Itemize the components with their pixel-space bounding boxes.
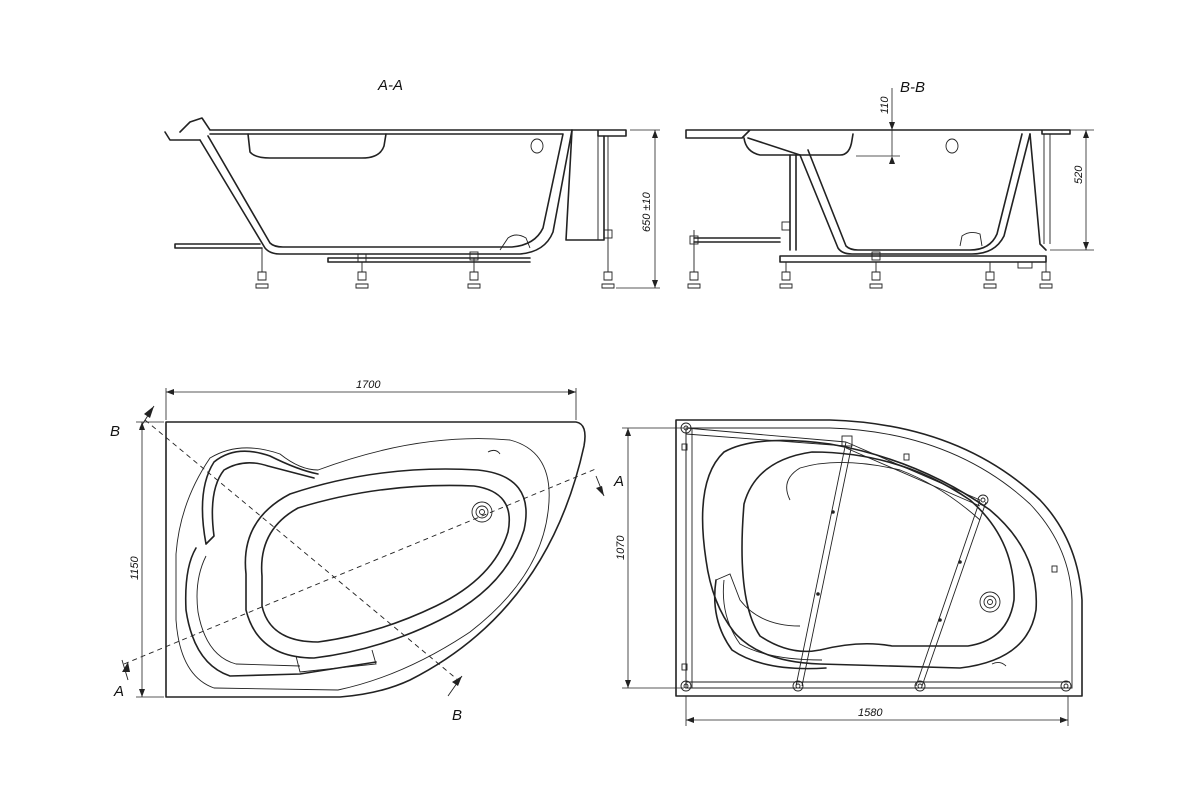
section-marker-a-left: A xyxy=(113,683,124,700)
section-bb-title: B-B xyxy=(900,79,925,96)
height-dimension-aa: 650 ±10 xyxy=(641,191,653,232)
section-marker-a-right: A xyxy=(613,473,624,490)
section-aa-view: A-A 650 ±10 xyxy=(164,77,660,289)
section-aa-title: A-A xyxy=(377,77,403,94)
width-dimension-1070: 1070 xyxy=(615,535,627,560)
section-marker-b-top: B xyxy=(110,423,120,440)
width-dimension-1150: 1150 xyxy=(129,555,141,580)
depth-dimension-110: 110 xyxy=(879,96,891,114)
height-dimension-bb: 520 xyxy=(1073,165,1085,184)
plan-view-frame: A 1070 1580 xyxy=(615,419,1083,726)
section-marker-b-bottom: B xyxy=(452,707,462,724)
length-dimension-1700: 1700 xyxy=(356,379,381,391)
length-dimension-1580: 1580 xyxy=(858,707,883,719)
plan-view-top: B A A B 1700 1150 xyxy=(110,379,624,724)
section-bb-view: B-B 110 xyxy=(685,79,1094,289)
